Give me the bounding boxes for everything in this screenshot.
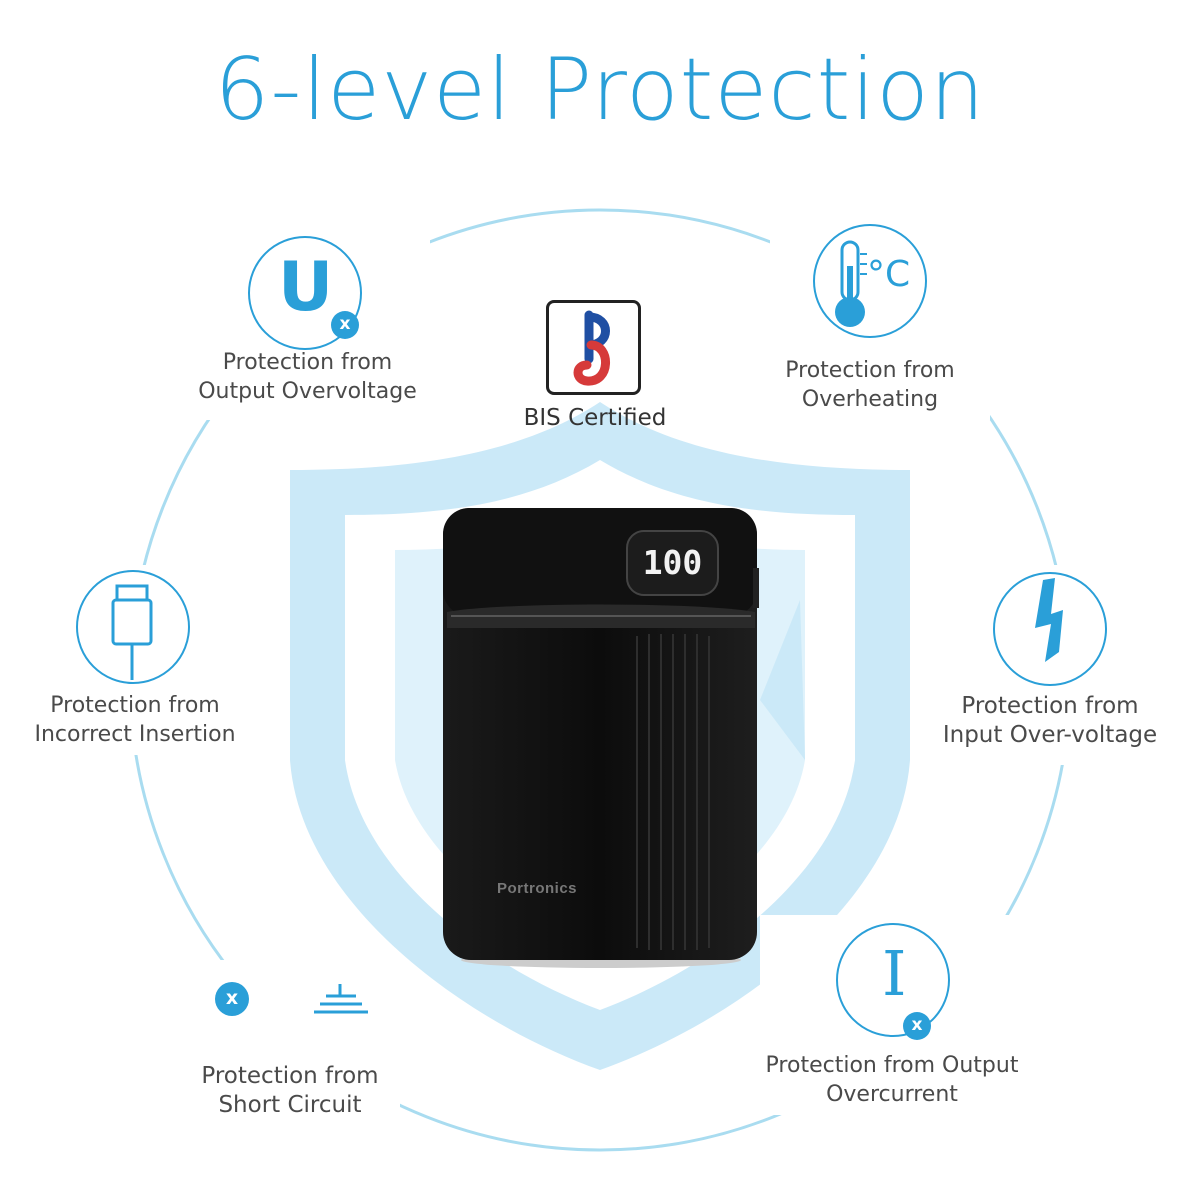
feature-label: Protection from Short Circuit — [190, 1062, 390, 1120]
battery-percentage-display: 100 — [626, 530, 719, 596]
feature-label-line2: Input Over-voltage — [942, 722, 1158, 748]
u-letter: U — [278, 248, 334, 327]
celsius-label: °C — [867, 254, 911, 295]
x-badge-icon: x — [903, 1012, 931, 1040]
usb-plug-graphic — [111, 584, 153, 680]
feature-label-line2: Output Overvoltage — [198, 379, 417, 404]
u-overvoltage-icon: U — [248, 236, 362, 350]
feature-label: Protection from Overheating — [760, 356, 980, 414]
lightning-icon — [993, 572, 1107, 686]
feature-label: Protection from Incorrect Insertion — [30, 691, 240, 749]
thermometer-graphic — [835, 240, 867, 327]
current-i-icon: I — [836, 923, 950, 1037]
feature-label-line2: Incorrect Insertion — [34, 722, 236, 747]
feature-label: Protection from Input Over-voltage — [935, 692, 1165, 750]
feature-label-line2: Overheating — [801, 387, 939, 412]
bis-logo-icon — [546, 300, 641, 395]
feature-label-line1: Protection from — [201, 1063, 379, 1089]
feature-label-line1: Protection from — [222, 350, 393, 375]
page-title: 6-level Protection — [214, 40, 986, 140]
ground-symbol-icon — [314, 984, 368, 1014]
brand-logo: Portronics — [497, 880, 578, 897]
lightning-graphic — [1035, 578, 1063, 662]
feature-label-line1: Protection from — [785, 358, 955, 383]
feature-label-line1: Protection from Output — [765, 1053, 1019, 1078]
feature-label-line2: Overcurrent — [826, 1082, 958, 1107]
feature-label: Protection from Output Overcurrent — [752, 1051, 1032, 1109]
usb-plug-icon — [76, 570, 190, 684]
bis-certified-label: BIS Certified — [523, 405, 667, 431]
bis-logo-graphic — [573, 310, 610, 386]
feature-label-line1: Protection from — [961, 693, 1139, 719]
x-badge-icon: x — [331, 311, 359, 339]
x-badge-icon: x — [215, 982, 249, 1016]
feature-label-line1: Protection from — [50, 693, 220, 718]
feature-label: Protection from Output Overvoltage — [185, 348, 430, 406]
feature-label-line2: Short Circuit — [218, 1092, 362, 1118]
i-letter: I — [882, 937, 907, 1010]
thermometer-icon: °C — [813, 224, 927, 338]
